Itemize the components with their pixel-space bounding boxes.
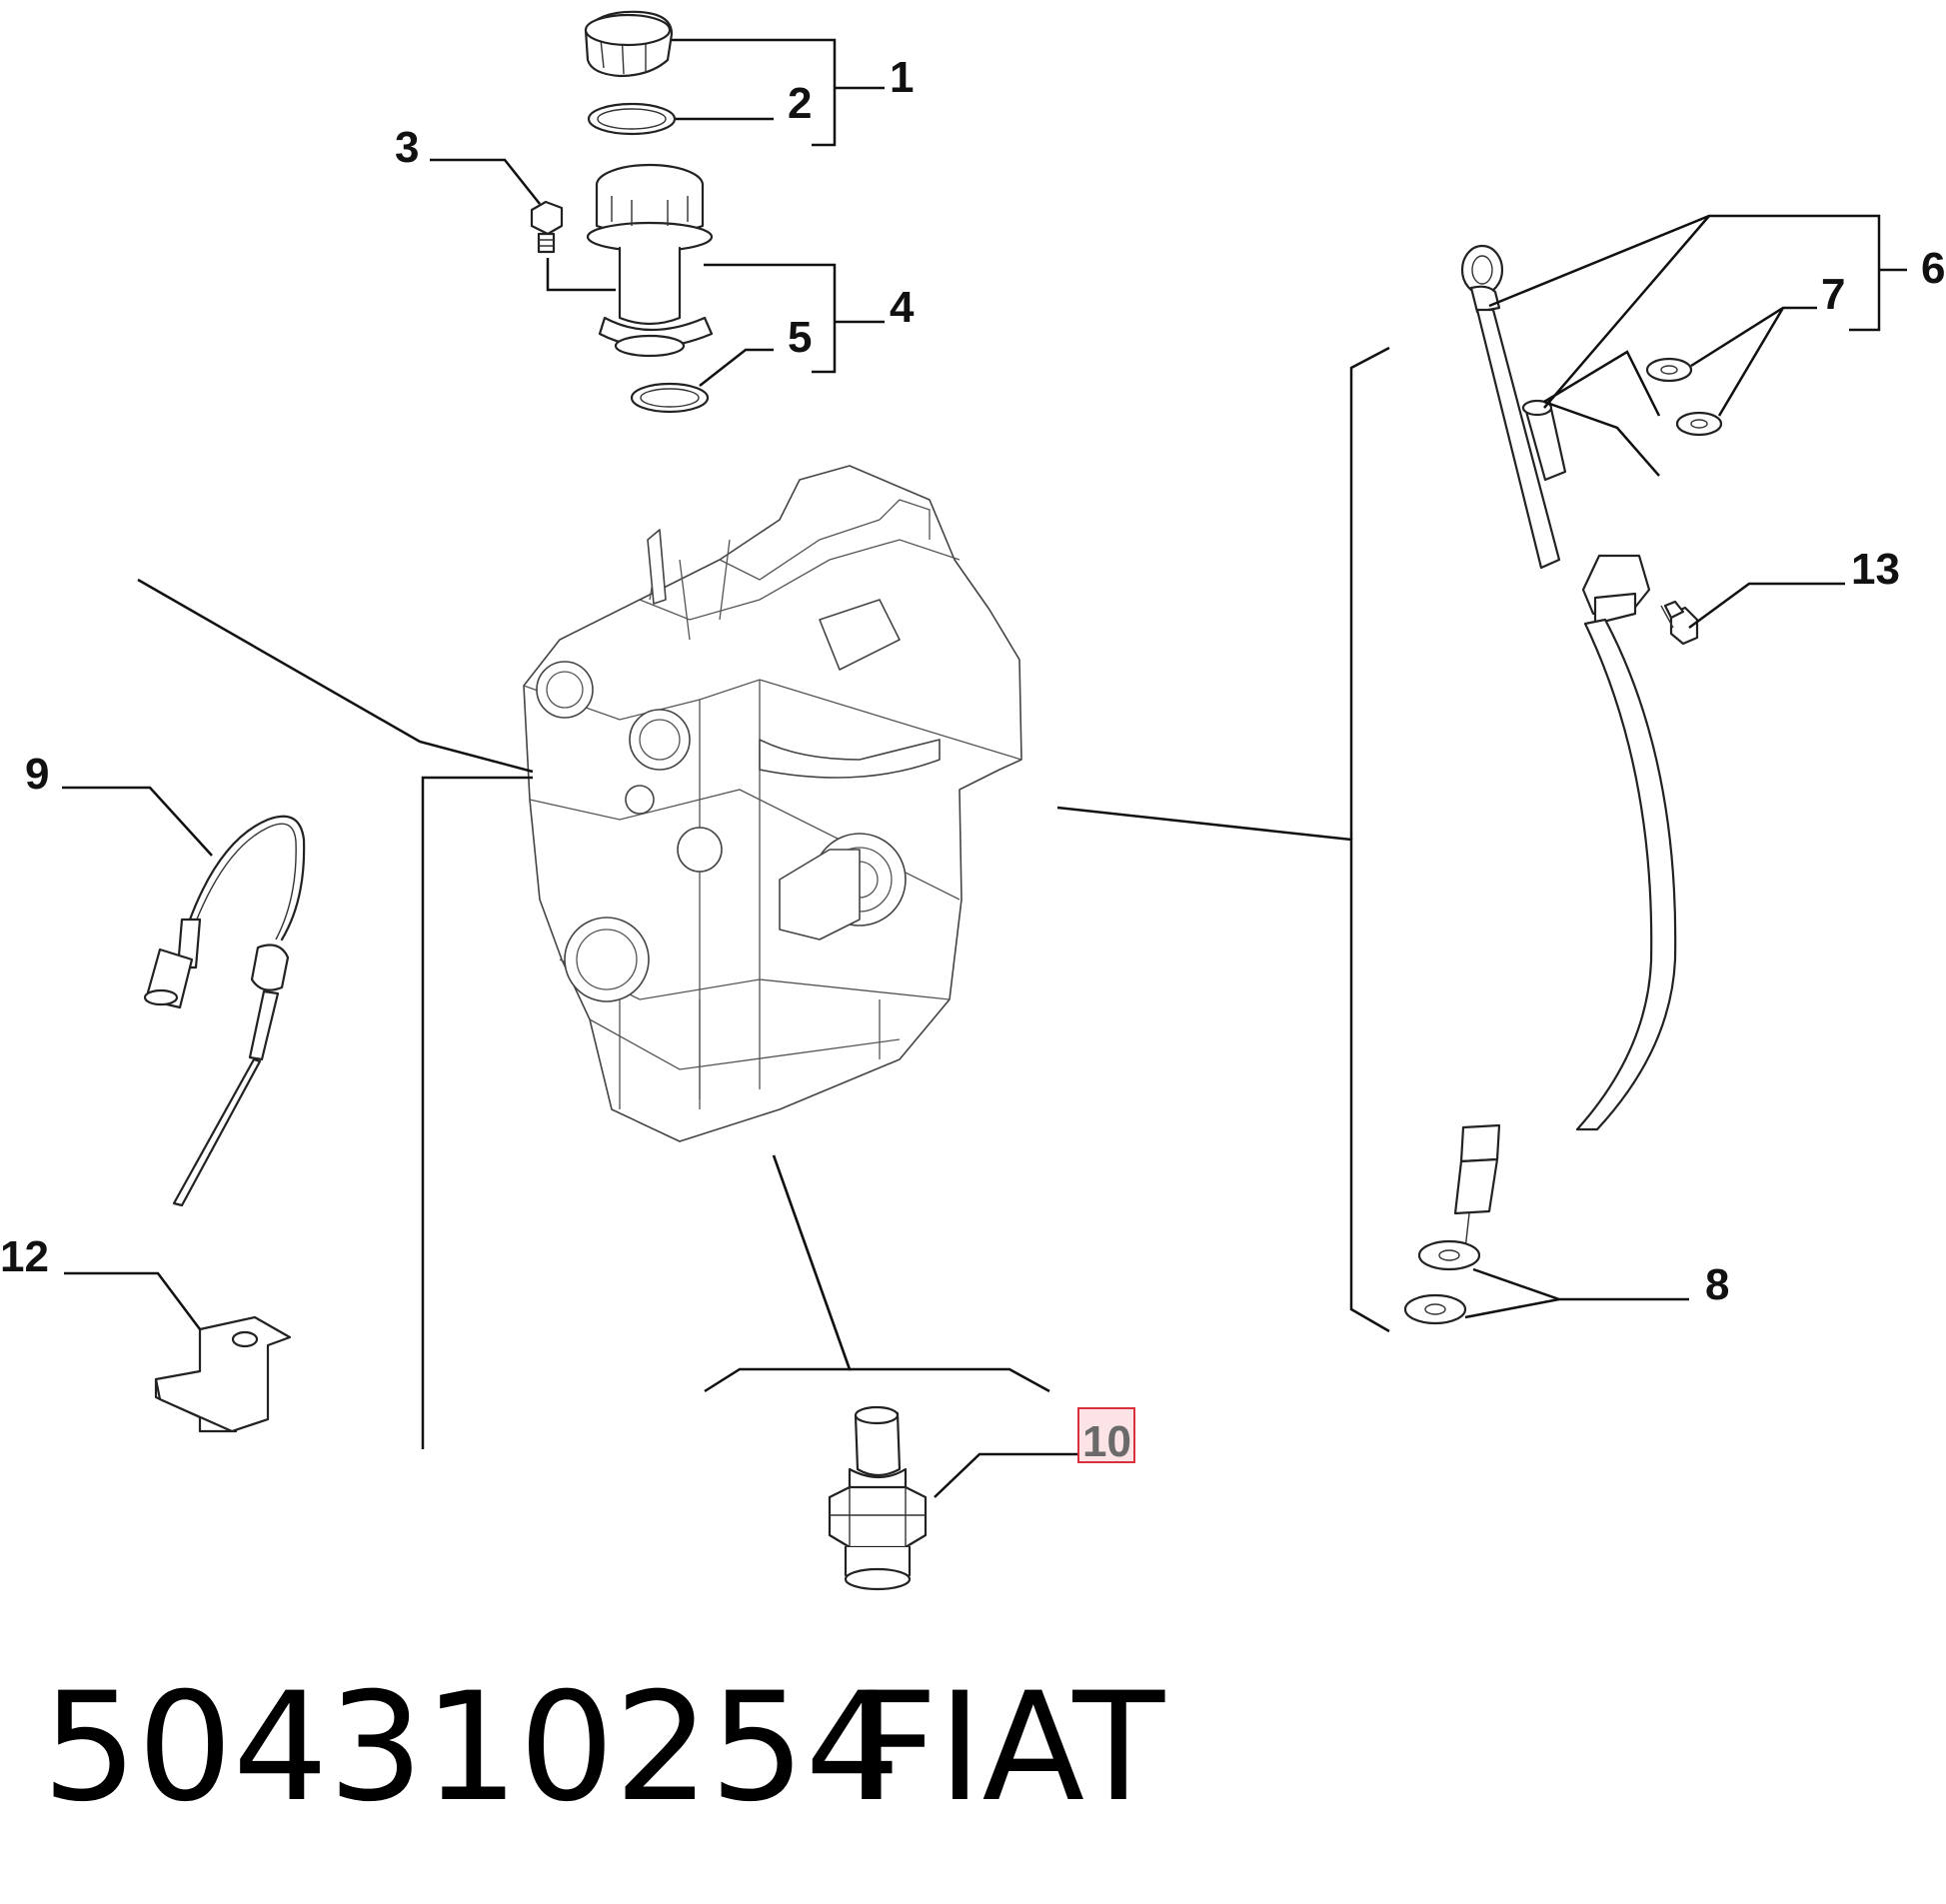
dipstick-washers[interactable]	[1645, 357, 1723, 437]
brand-label: FIAT	[852, 1661, 1165, 1835]
callout-9[interactable]: 9	[25, 750, 49, 799]
filler-bolt[interactable]	[530, 200, 564, 254]
callout-1[interactable]: 1	[890, 53, 914, 102]
callout-8[interactable]: 8	[1705, 1260, 1729, 1309]
callout-12[interactable]: 12	[0, 1232, 49, 1281]
callout-10[interactable]: 10	[1082, 1417, 1131, 1466]
callout-4[interactable]: 4	[890, 283, 915, 332]
neck-sealing-ring[interactable]	[630, 382, 710, 414]
callout-10-highlight	[1077, 1407, 1135, 1463]
oil-filler-cap[interactable]	[584, 10, 674, 78]
callout-6[interactable]: 6	[1921, 244, 1945, 293]
oil-dipstick-assembly[interactable]	[1453, 244, 1677, 1250]
callout-7[interactable]: 7	[1821, 270, 1845, 319]
tube-bracket-bolt[interactable]	[1660, 600, 1699, 646]
callout-13[interactable]: 13	[1851, 545, 1900, 594]
oil-level-sensor[interactable]	[143, 815, 306, 1207]
cap-sealing-ring[interactable]	[587, 102, 677, 136]
oil-filler-neck[interactable]	[586, 163, 714, 358]
callout-5[interactable]: 5	[788, 313, 812, 362]
engine-block	[523, 465, 1022, 1142]
callout-2[interactable]: 2	[788, 79, 812, 128]
oil-pressure-switch[interactable]	[828, 1405, 928, 1591]
part-number-label: 504310254	[42, 1661, 901, 1835]
callout-3[interactable]: 3	[395, 123, 419, 172]
tube-washers[interactable]	[1403, 1239, 1481, 1325]
sensor-bracket[interactable]	[154, 1315, 292, 1433]
